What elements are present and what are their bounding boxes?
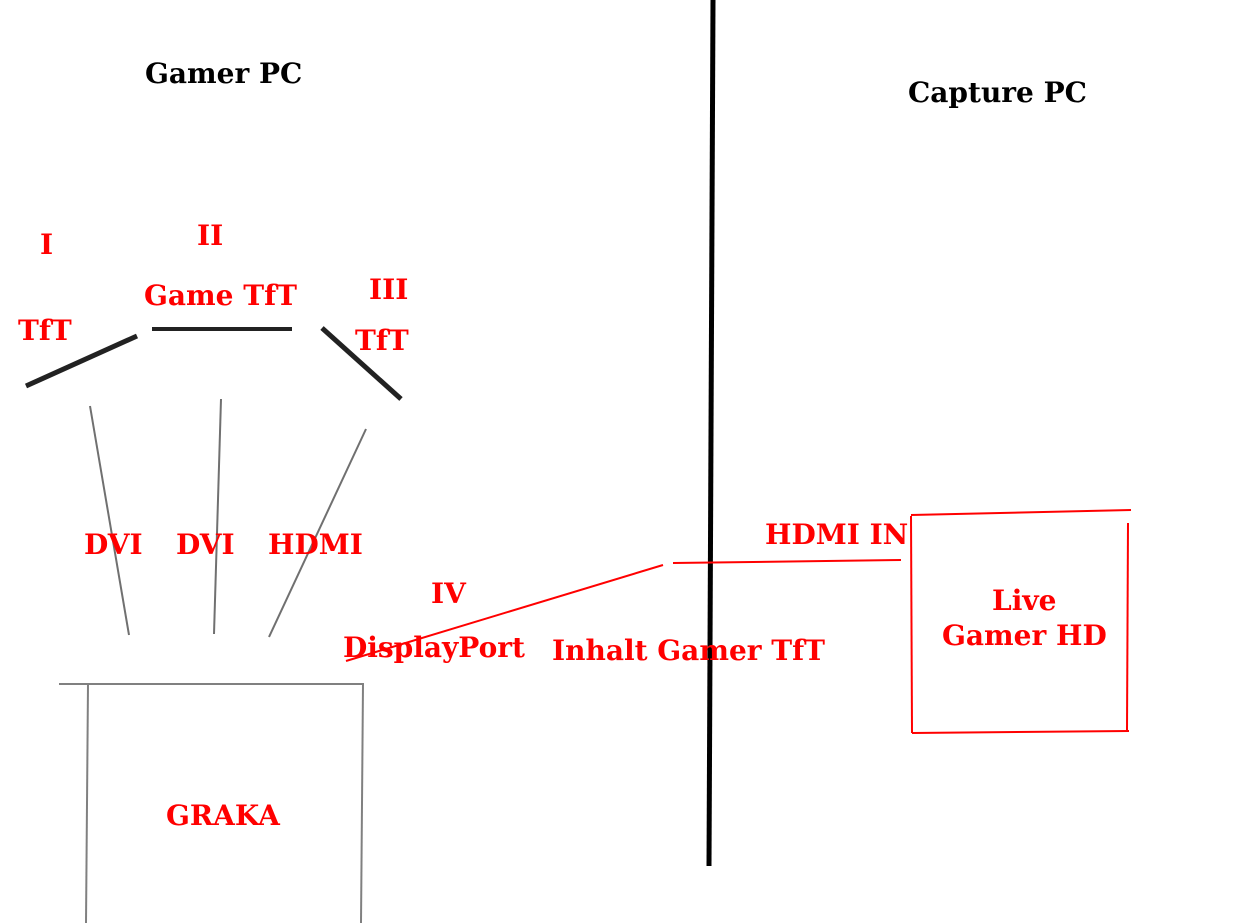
monitor-iv-number: IV [431,577,466,610]
cable-dvi-1 [89,405,130,636]
capture-card-line1: Live [992,584,1057,617]
monitor-ii-label: Game TfT [144,279,297,312]
graka-right [360,683,364,923]
graka-label: GRAKA [166,799,280,832]
monitor-i [24,333,139,389]
capture-pc-title: Capture PC [908,76,1087,109]
monitor-iii-number: III [369,273,409,306]
monitor-i-label: TfT [18,314,72,347]
monitor-iii-label: TfT [355,324,409,357]
hdmi-in-label: HDMI IN [765,518,909,551]
cable-dvi-2 [213,398,222,635]
capture-bottom [911,730,1130,734]
dvi-label-2: DVI [176,528,235,561]
monitor-ii-number: II [197,219,224,252]
displayport-label: DisplayPort [343,631,525,664]
monitor-i-number: I [40,228,54,261]
dvi-label-1: DVI [84,528,143,561]
hdmi-label: HDMI [268,528,363,561]
graka-left [85,683,89,923]
gamer-pc-title: Gamer PC [145,57,303,90]
capture-right [1126,522,1129,731]
content-label: Inhalt Gamer TfT [552,634,825,667]
capture-card-line2: Gamer HD [942,619,1107,652]
cable-hdmi-in [672,559,902,564]
cable-displayport [345,564,664,662]
section-divider [706,0,716,867]
monitor-iii [320,326,403,401]
capture-left [910,515,913,734]
capture-top [910,509,1132,516]
cable-hdmi [268,428,367,638]
